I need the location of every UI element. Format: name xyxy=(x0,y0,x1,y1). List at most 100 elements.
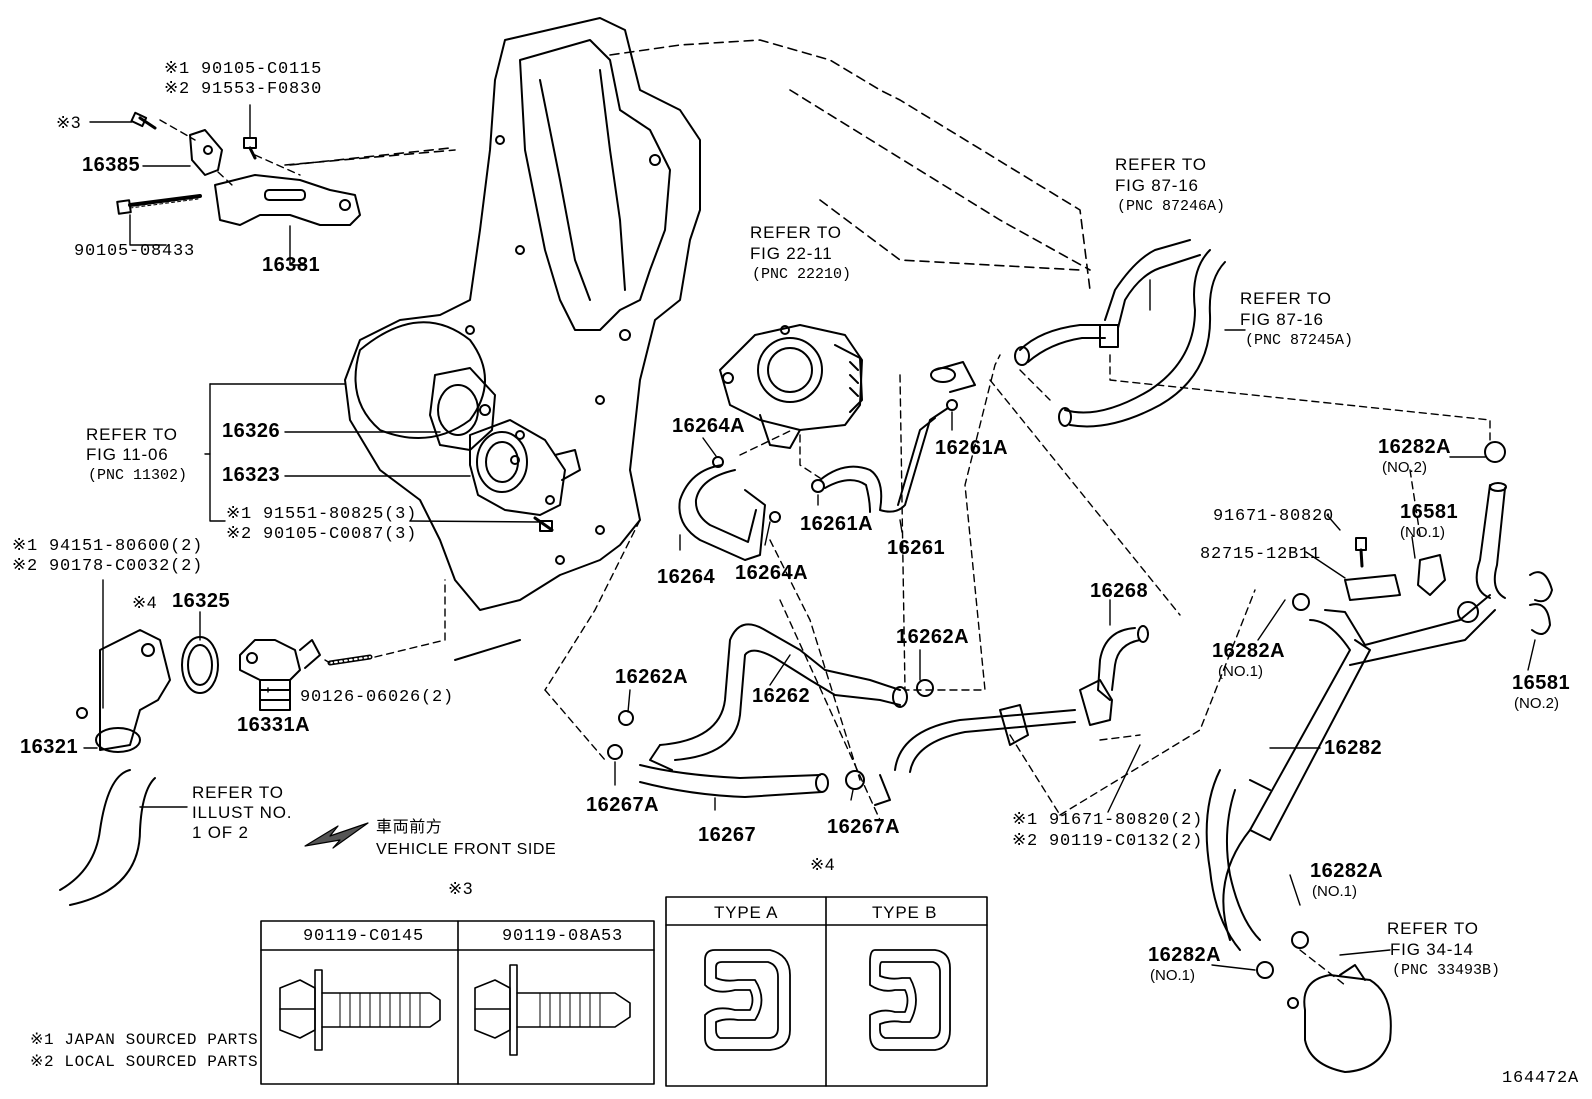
water-inlet-16321-drawing xyxy=(76,629,171,753)
label-16261: 16261 xyxy=(887,537,946,559)
label-16331a: 16331A xyxy=(237,714,311,736)
label-16321: 16321 xyxy=(20,736,79,758)
label-94151-80600: ※1 94151-80600(2) xyxy=(12,537,204,556)
label-16267a-left: 16267A xyxy=(586,794,660,816)
label-90105-08433: 90105-08433 xyxy=(74,242,196,261)
label-90126-06026: 90126-06026(2) xyxy=(300,688,455,707)
table-mark3-mark: ※3 xyxy=(448,879,474,898)
heater-hoses-drawing xyxy=(1014,239,1226,428)
label-16267: 16267 xyxy=(698,824,757,846)
table-mark4-mark: ※4 xyxy=(810,855,836,874)
label-16282a-no2: 16282A xyxy=(1378,436,1452,458)
label-refer-fig11-line3: (PNC 11302) xyxy=(88,467,188,484)
note-japan-sourced: ※1 JAPAN SOURCED PARTS xyxy=(30,1031,259,1049)
label-16261a-mid: 16261A xyxy=(800,513,874,535)
label-16326: 16326 xyxy=(222,420,281,442)
lower-dash-leaders xyxy=(544,519,1256,821)
label-no2-a: (NO.2) xyxy=(1382,459,1427,476)
label-16262a-right: 16262A xyxy=(896,626,970,648)
label-refer-fig22-line2: FIG 22-11 xyxy=(750,244,833,263)
label-90178-c0032: ※2 90178-C0032(2) xyxy=(12,557,204,576)
timing-cover-drawing xyxy=(344,17,701,661)
vehicle-front-arrow-icon xyxy=(304,822,369,849)
leader-lines xyxy=(83,104,1536,971)
label-refer-fig34-line1: REFER TO xyxy=(1387,919,1479,938)
label-refer-fig34-line2: FIG 34-14 xyxy=(1390,940,1474,959)
note-local-sourced: ※2 LOCAL SOURCED PARTS xyxy=(30,1053,259,1071)
label-16282a-no1-low: 16282A xyxy=(1310,860,1384,882)
label-refer-illust-line3: 1 OF 2 xyxy=(192,823,249,842)
heater-dash-leaders xyxy=(989,354,1491,616)
table-mark3-frame xyxy=(260,920,655,1085)
gasket-16325-drawing xyxy=(181,636,219,694)
label-no1-c: (NO.1) xyxy=(1312,883,1357,900)
label-16267a-right: 16267A xyxy=(827,816,901,838)
label-16264: 16264 xyxy=(657,566,716,588)
bracket-16381-drawing xyxy=(116,111,361,226)
table-mark3-header-1: 90119-C0145 xyxy=(303,927,425,946)
throttle-body-drawing xyxy=(719,324,863,449)
figure-code: 164472A xyxy=(1502,1069,1580,1088)
bolt-90119-c0145-drawing xyxy=(279,969,441,1051)
label-90119-c0132: ※2 90119-C0132(2) xyxy=(1012,832,1204,851)
label-91671-80820: 91671-80820 xyxy=(1213,507,1335,526)
table-mark4-header-1: TYPE A xyxy=(714,903,779,922)
bracket-dash-leaders xyxy=(159,119,301,186)
table-mark3-header-2: 90119-08A53 xyxy=(502,927,624,946)
label-no1-a: (NO.1) xyxy=(1400,524,1445,541)
right-dash-leaders xyxy=(1299,469,1421,986)
label-16264a-bot: 16264A xyxy=(735,562,809,584)
clamps-16581-drawing xyxy=(1417,554,1553,635)
label-no1-b: (NO.1) xyxy=(1218,663,1263,680)
label-mark4-16325: ※4 xyxy=(132,593,158,612)
label-16262: 16262 xyxy=(752,685,811,707)
label-refer-fig87b-line2: FIG 87-16 xyxy=(1240,310,1324,329)
label-no1-d: (NO.1) xyxy=(1150,967,1195,984)
bracket-82715-drawing xyxy=(1344,537,1401,601)
label-90105-c0115: ※1 90105-C0115 xyxy=(164,60,323,79)
hose-16282-drawing xyxy=(1205,482,1507,951)
label-16381: 16381 xyxy=(262,254,321,276)
label-82715-12b11: 82715-12B11 xyxy=(1200,545,1322,564)
bolt-90119-08a53-drawing xyxy=(474,964,631,1056)
label-refer-fig22-line3: (PNC 22210) xyxy=(752,266,852,283)
label-refer-fig11-line1: REFER TO xyxy=(86,425,178,444)
hose-16268-drawing xyxy=(894,625,1149,773)
label-direction-en: VEHICLE FRONT SIDE xyxy=(376,841,557,858)
label-refer-fig87a-line2: FIG 87-16 xyxy=(1115,176,1199,195)
label-refer-fig87a-line3: (PNC 87246A) xyxy=(1117,198,1226,215)
label-refer-fig34-line3: (PNC 33493B) xyxy=(1392,962,1501,979)
table-mark4-frame xyxy=(665,896,988,1087)
label-refer-fig87a-line1: REFER TO xyxy=(1115,155,1207,174)
hose-16267-drawing xyxy=(607,744,891,806)
hose-16261-drawing xyxy=(811,361,976,513)
label-no2-b: (NO.2) xyxy=(1514,695,1559,712)
engine-outline-dashed xyxy=(284,39,1091,291)
label-refer-illust-line2: ILLUST NO. xyxy=(192,803,293,822)
hose-16264-drawing xyxy=(678,456,781,561)
label-refer-fig22-line1: REFER TO xyxy=(750,223,842,242)
label-90105-c0087: ※2 90105-C0087(3) xyxy=(226,525,418,544)
gasket-type-b-drawing xyxy=(869,949,951,1051)
label-16268: 16268 xyxy=(1090,580,1149,602)
label-16261a-right: 16261A xyxy=(935,437,1009,459)
water-inlet-housing-drawing xyxy=(429,367,581,532)
label-direction-jp: 車両前方 xyxy=(376,819,443,836)
vacuum-pump-drawing xyxy=(1256,441,1506,1073)
label-16282a-no1-mid: 16282A xyxy=(1212,640,1286,662)
label-16282: 16282 xyxy=(1324,737,1383,759)
throttle-dash-frames xyxy=(739,354,1001,691)
label-16323: 16323 xyxy=(222,464,281,486)
stud-90126-drawing xyxy=(327,654,373,666)
label-16262a-left: 16262A xyxy=(615,666,689,688)
label-refer-fig87b-line3: (PNC 87245A) xyxy=(1245,332,1354,349)
label-16282a-no1-bot: 16282A xyxy=(1148,944,1222,966)
radiator-hose-ref-drawing xyxy=(59,769,156,906)
label-refer-fig87b-line1: REFER TO xyxy=(1240,289,1332,308)
table-mark4-header-2: TYPE B xyxy=(872,903,938,922)
label-refer-illust-line1: REFER TO xyxy=(192,783,284,802)
label-mark3-top: ※3 xyxy=(56,113,82,132)
label-16581-no1: 16581 xyxy=(1400,501,1459,523)
